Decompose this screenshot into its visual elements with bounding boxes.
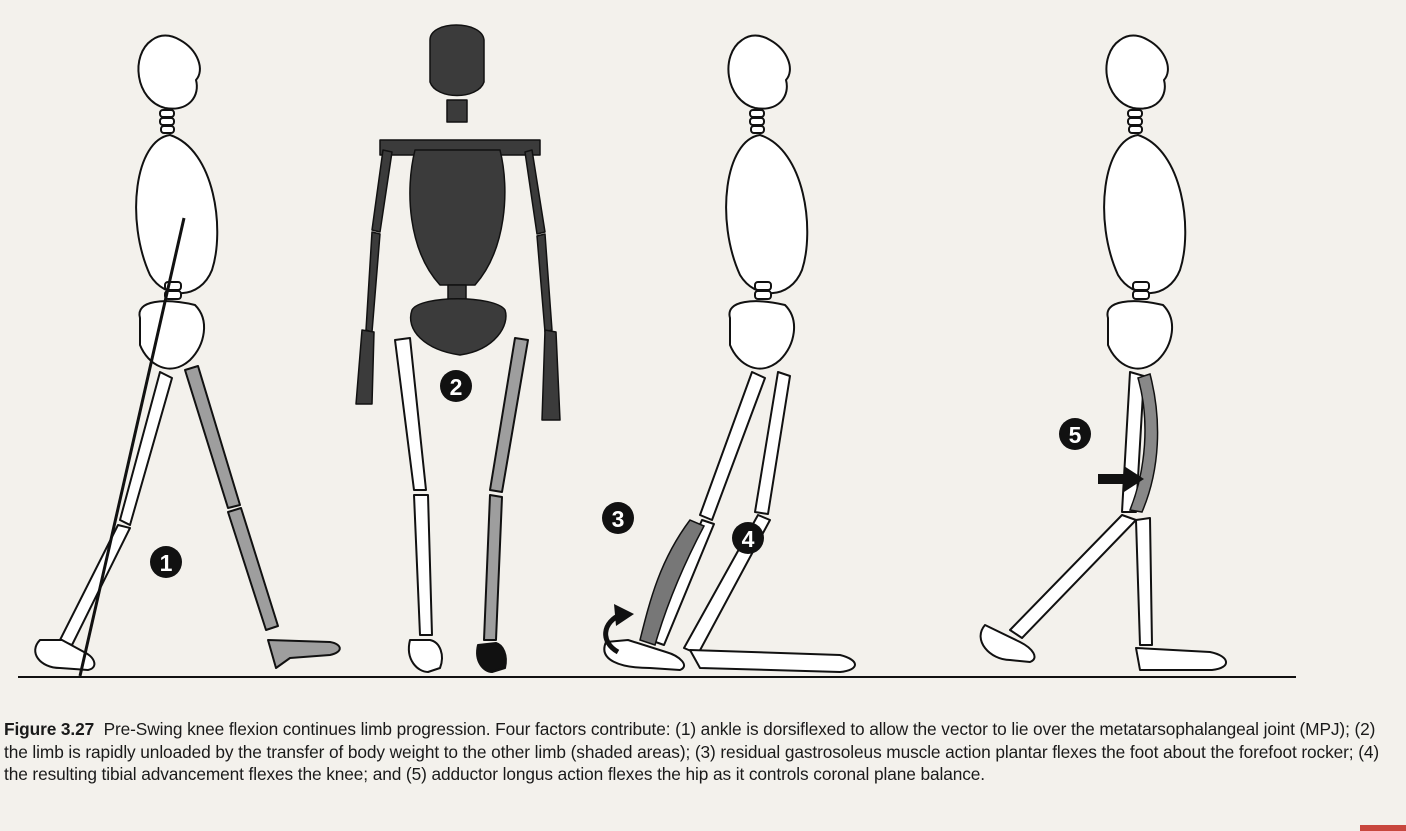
caption-label: Figure 3.27 [4,719,95,739]
figure-illustration: 1 2 3 4 5 [18,24,1296,678]
gastrosoleus-muscle [639,519,706,646]
marker-5: 5 [1059,418,1091,450]
page-corner-mark [1360,825,1406,831]
marker-2: 2 [440,370,472,402]
curved-arrow-icon [603,604,634,655]
arrow-right-icon [1098,466,1144,492]
caption-text: Pre-Swing knee flexion continues limb pr… [4,719,1380,785]
skeleton-3 [603,34,856,673]
marker-3: 3 [602,502,634,534]
force-vector-line [78,217,186,677]
figure-caption: Figure 3.27 Pre-Swing knee flexion conti… [4,718,1400,786]
marker-5-label: 5 [1069,422,1082,448]
marker-2-label: 2 [450,374,463,400]
skeleton-1 [34,34,219,671]
marker-1-label: 1 [160,550,173,576]
marker-4: 4 [732,522,764,554]
skeleton-2-right-leg [476,337,529,673]
marker-4-label: 4 [742,526,755,552]
shaded-limb-1 [184,365,341,669]
skeleton-2-dark [355,24,561,421]
marker-3-label: 3 [612,506,625,532]
skeleton-5 [979,34,1227,671]
skeleton-2-left-leg [394,337,443,673]
adductor-longus-muscle [1128,373,1159,513]
marker-1: 1 [150,546,182,578]
